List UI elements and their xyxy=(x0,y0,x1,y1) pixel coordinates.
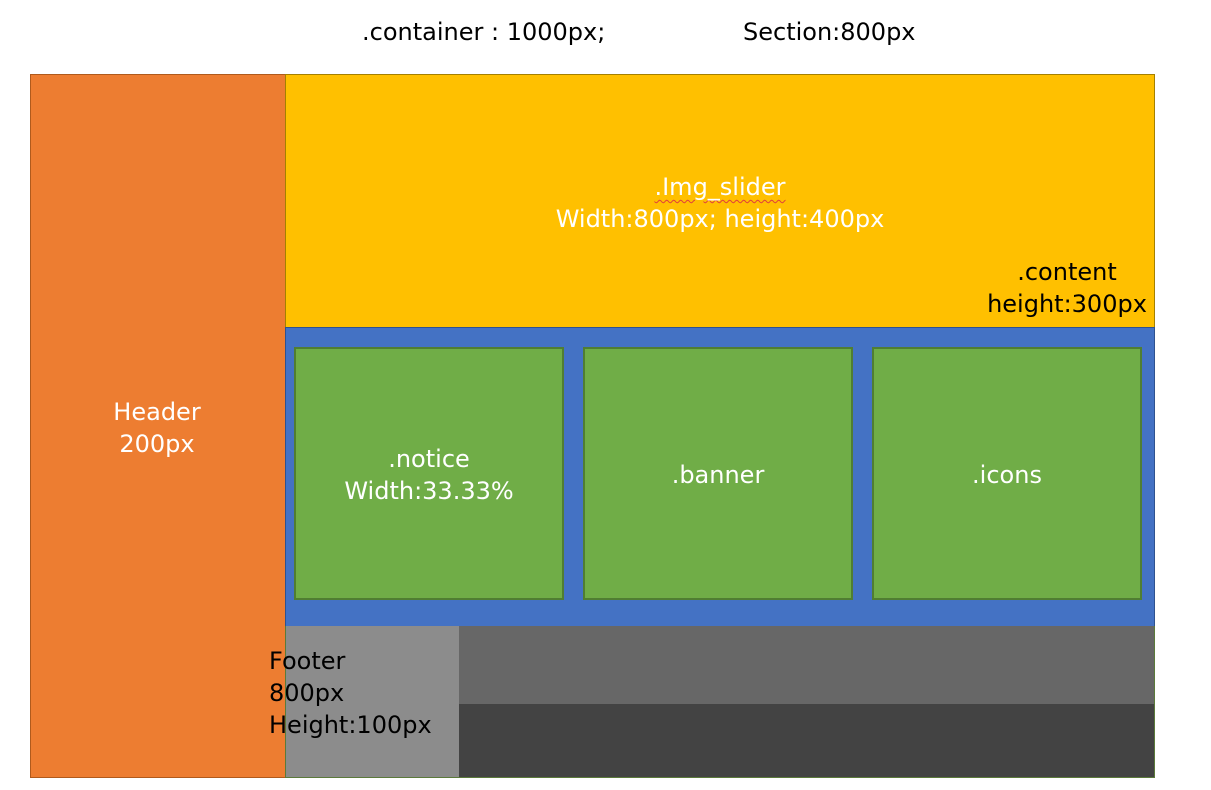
img-slider-block xyxy=(285,74,1155,328)
content-label-line2: height:300px xyxy=(987,290,1147,318)
header-label-line1: Header xyxy=(113,398,201,426)
img-slider-label-line1: .Img_slider xyxy=(654,173,786,201)
img-slider-label-line2: Width:800px; height:400px xyxy=(555,205,885,233)
notice-box xyxy=(294,347,564,600)
section-width-label: Section:800px xyxy=(743,18,916,46)
notice-label-line1: .notice xyxy=(388,445,470,473)
footer-label-line3: Height:100px xyxy=(269,711,432,739)
footer-label: Footer 800px Height:100px xyxy=(269,645,432,741)
notice-label-line2: Width:33.33% xyxy=(344,477,514,505)
banner-box xyxy=(583,347,853,600)
footer-outline xyxy=(285,626,1155,778)
footer-label-line2: 800px xyxy=(269,679,345,707)
footer-bottom-block xyxy=(459,704,1155,778)
notice-label: .notice Width:33.33% xyxy=(344,443,513,507)
icons-box xyxy=(872,347,1142,600)
header-block xyxy=(30,74,286,778)
img-slider-label: .Img_slider Width:800px; height:400px xyxy=(556,171,885,235)
icons-label: .icons xyxy=(972,461,1042,489)
header-label-line2: 200px xyxy=(119,430,195,458)
header-label: Header 200px xyxy=(113,396,200,460)
footer-mid-block xyxy=(459,626,1155,704)
content-label: .content height:300px xyxy=(987,256,1147,320)
banner-label: .banner xyxy=(671,461,765,489)
footer-left-block xyxy=(285,626,459,778)
content-label-line1: .content xyxy=(1017,258,1117,286)
container-width-label: .container : 1000px; xyxy=(362,18,606,46)
footer-label-line1: Footer xyxy=(269,647,346,675)
